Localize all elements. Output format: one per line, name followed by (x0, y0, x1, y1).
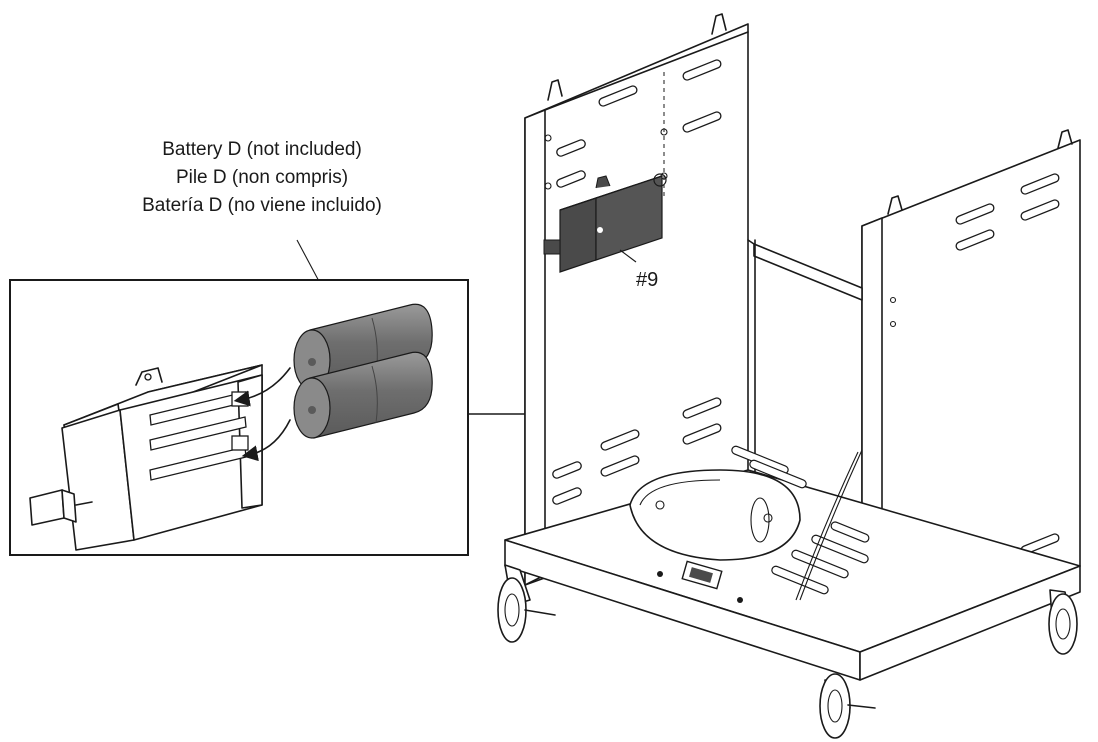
part-callout-leader (619, 249, 637, 263)
caster-back-left (750, 497, 770, 543)
grill-cart (497, 13, 1081, 739)
battery-label-fr: Pile D (non compris) (176, 167, 348, 188)
part-callout-label: #9 (636, 269, 658, 291)
caster-front-left (497, 564, 556, 643)
battery-holder (29, 364, 263, 551)
caster-back-right (1048, 589, 1078, 655)
insert-arrow-bottom (241, 419, 291, 462)
battery-bottom (293, 351, 433, 439)
ignitor-module (543, 173, 667, 273)
battery-label: Battery D (not included) Pile D (non com… (142, 139, 382, 216)
d-batteries (293, 303, 433, 439)
battery-label-es: Batería D (no viene incluido) (142, 195, 382, 216)
battery-label-en: Battery D (not included) (162, 139, 362, 160)
insert-arrow-top (233, 367, 291, 407)
caster-front-right (819, 673, 876, 739)
